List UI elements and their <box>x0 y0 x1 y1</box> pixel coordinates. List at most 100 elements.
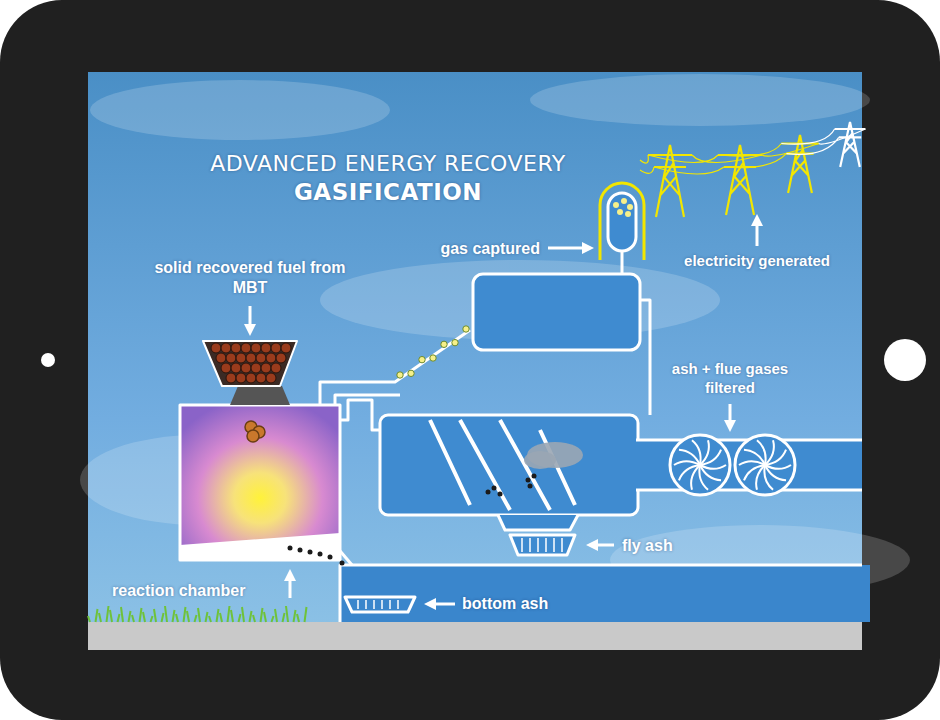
capsule-dots <box>613 198 633 217</box>
fan-blade <box>700 440 709 465</box>
pipe <box>338 400 380 430</box>
fuel-pellet <box>256 373 266 383</box>
screen <box>80 72 910 650</box>
chamber-floor <box>180 533 340 560</box>
subtitle: GASIFICATION <box>168 178 608 207</box>
grass-blade <box>110 610 112 622</box>
fan-blade <box>692 440 701 465</box>
grass-blade <box>305 607 307 622</box>
hopper-neck <box>230 386 290 405</box>
grass-blade <box>239 614 241 622</box>
grass-blade <box>184 607 186 622</box>
fan-blade <box>674 461 700 465</box>
grass-blade <box>151 616 153 622</box>
fuel-pellet <box>226 373 236 383</box>
gas-dots <box>397 326 469 378</box>
fuel-pellet <box>221 363 231 373</box>
fly-ash-bin <box>510 535 575 555</box>
drawing-circle <box>41 353 55 367</box>
grass-blade <box>187 611 189 622</box>
drawing-circle <box>621 198 627 204</box>
reaction-chamber <box>180 405 340 560</box>
fuel-pellet <box>221 343 231 353</box>
grass-blade <box>173 610 175 622</box>
callout-arrow <box>289 575 292 598</box>
fan-blade <box>744 450 765 465</box>
grass-blade <box>253 615 255 622</box>
drawing-circle <box>308 550 313 555</box>
fuel-pellet <box>226 353 236 363</box>
grass-blade <box>121 607 123 622</box>
fan-blade <box>765 450 786 465</box>
duct-edge <box>340 565 862 622</box>
fuel-pellet <box>261 343 271 353</box>
fuel-pellet <box>246 373 256 383</box>
fuel-pellet <box>231 343 241 353</box>
fuel-pellet <box>245 421 265 442</box>
drawing-circle <box>627 204 633 210</box>
drawing-circle <box>532 474 537 479</box>
drawing-circle <box>288 546 293 551</box>
grass-blade <box>96 609 98 622</box>
callout-label: reaction chamber <box>112 581 280 601</box>
grass-blade <box>209 616 211 622</box>
drawing-circle <box>528 484 533 489</box>
fan-blade <box>679 450 700 465</box>
drawing-circle <box>492 486 497 491</box>
gas-dot <box>441 341 447 347</box>
fuel-pellet <box>211 343 221 353</box>
gas-box <box>473 274 640 350</box>
callout-arrow <box>249 306 252 330</box>
fuel-pellet <box>236 353 246 363</box>
callout-label: ash + flue gases filtered <box>650 360 810 398</box>
drawing-circle <box>298 548 303 553</box>
drawing-circle <box>884 339 926 381</box>
grass-blade <box>294 610 296 622</box>
bin-stripes <box>522 538 562 552</box>
fan-blade <box>691 465 700 490</box>
fuel-pellet <box>236 373 246 383</box>
diagram-title: ADVANCED ENERGY RECOVERY <box>168 150 608 178</box>
ash-particles <box>486 474 537 497</box>
fuel-pellet <box>251 343 261 353</box>
fuel-pellet <box>241 363 251 373</box>
drawing-circle <box>617 209 623 215</box>
callout-label: electricity generated <box>655 252 859 271</box>
grass-blade <box>107 606 109 622</box>
pylon <box>835 122 866 167</box>
drawing-circle <box>318 552 323 557</box>
grass-blade <box>286 606 288 622</box>
callout-arrow <box>592 544 614 547</box>
callout-arrows <box>250 220 757 604</box>
grass-blade <box>275 609 277 622</box>
grass-blade <box>132 615 134 622</box>
drawing-circle <box>328 555 333 560</box>
fan-blade <box>757 440 766 465</box>
grass-blade <box>228 606 230 622</box>
fuel-pellets <box>211 343 291 383</box>
plant <box>180 183 870 622</box>
grass <box>88 606 307 622</box>
fuel-pellet <box>276 353 286 363</box>
fuel-pellet <box>271 363 281 373</box>
fan-blades <box>674 440 791 489</box>
pipe <box>335 395 400 405</box>
gas-dot <box>397 372 403 378</box>
gas-dot <box>452 339 458 345</box>
grass-blade <box>99 613 101 622</box>
pipe <box>640 300 650 415</box>
callout-label: fly ash <box>622 536 732 556</box>
fan-blade <box>765 465 786 480</box>
grass-blade <box>118 614 120 622</box>
grass-blade <box>88 616 90 622</box>
grass-blade <box>176 614 178 622</box>
fan-blade <box>700 465 721 480</box>
power-cable <box>781 129 865 154</box>
fuel-pellet <box>216 353 226 363</box>
fan-blade <box>679 465 700 480</box>
fan <box>735 435 795 495</box>
fan-blade <box>756 465 765 490</box>
grass-blade <box>195 615 197 622</box>
